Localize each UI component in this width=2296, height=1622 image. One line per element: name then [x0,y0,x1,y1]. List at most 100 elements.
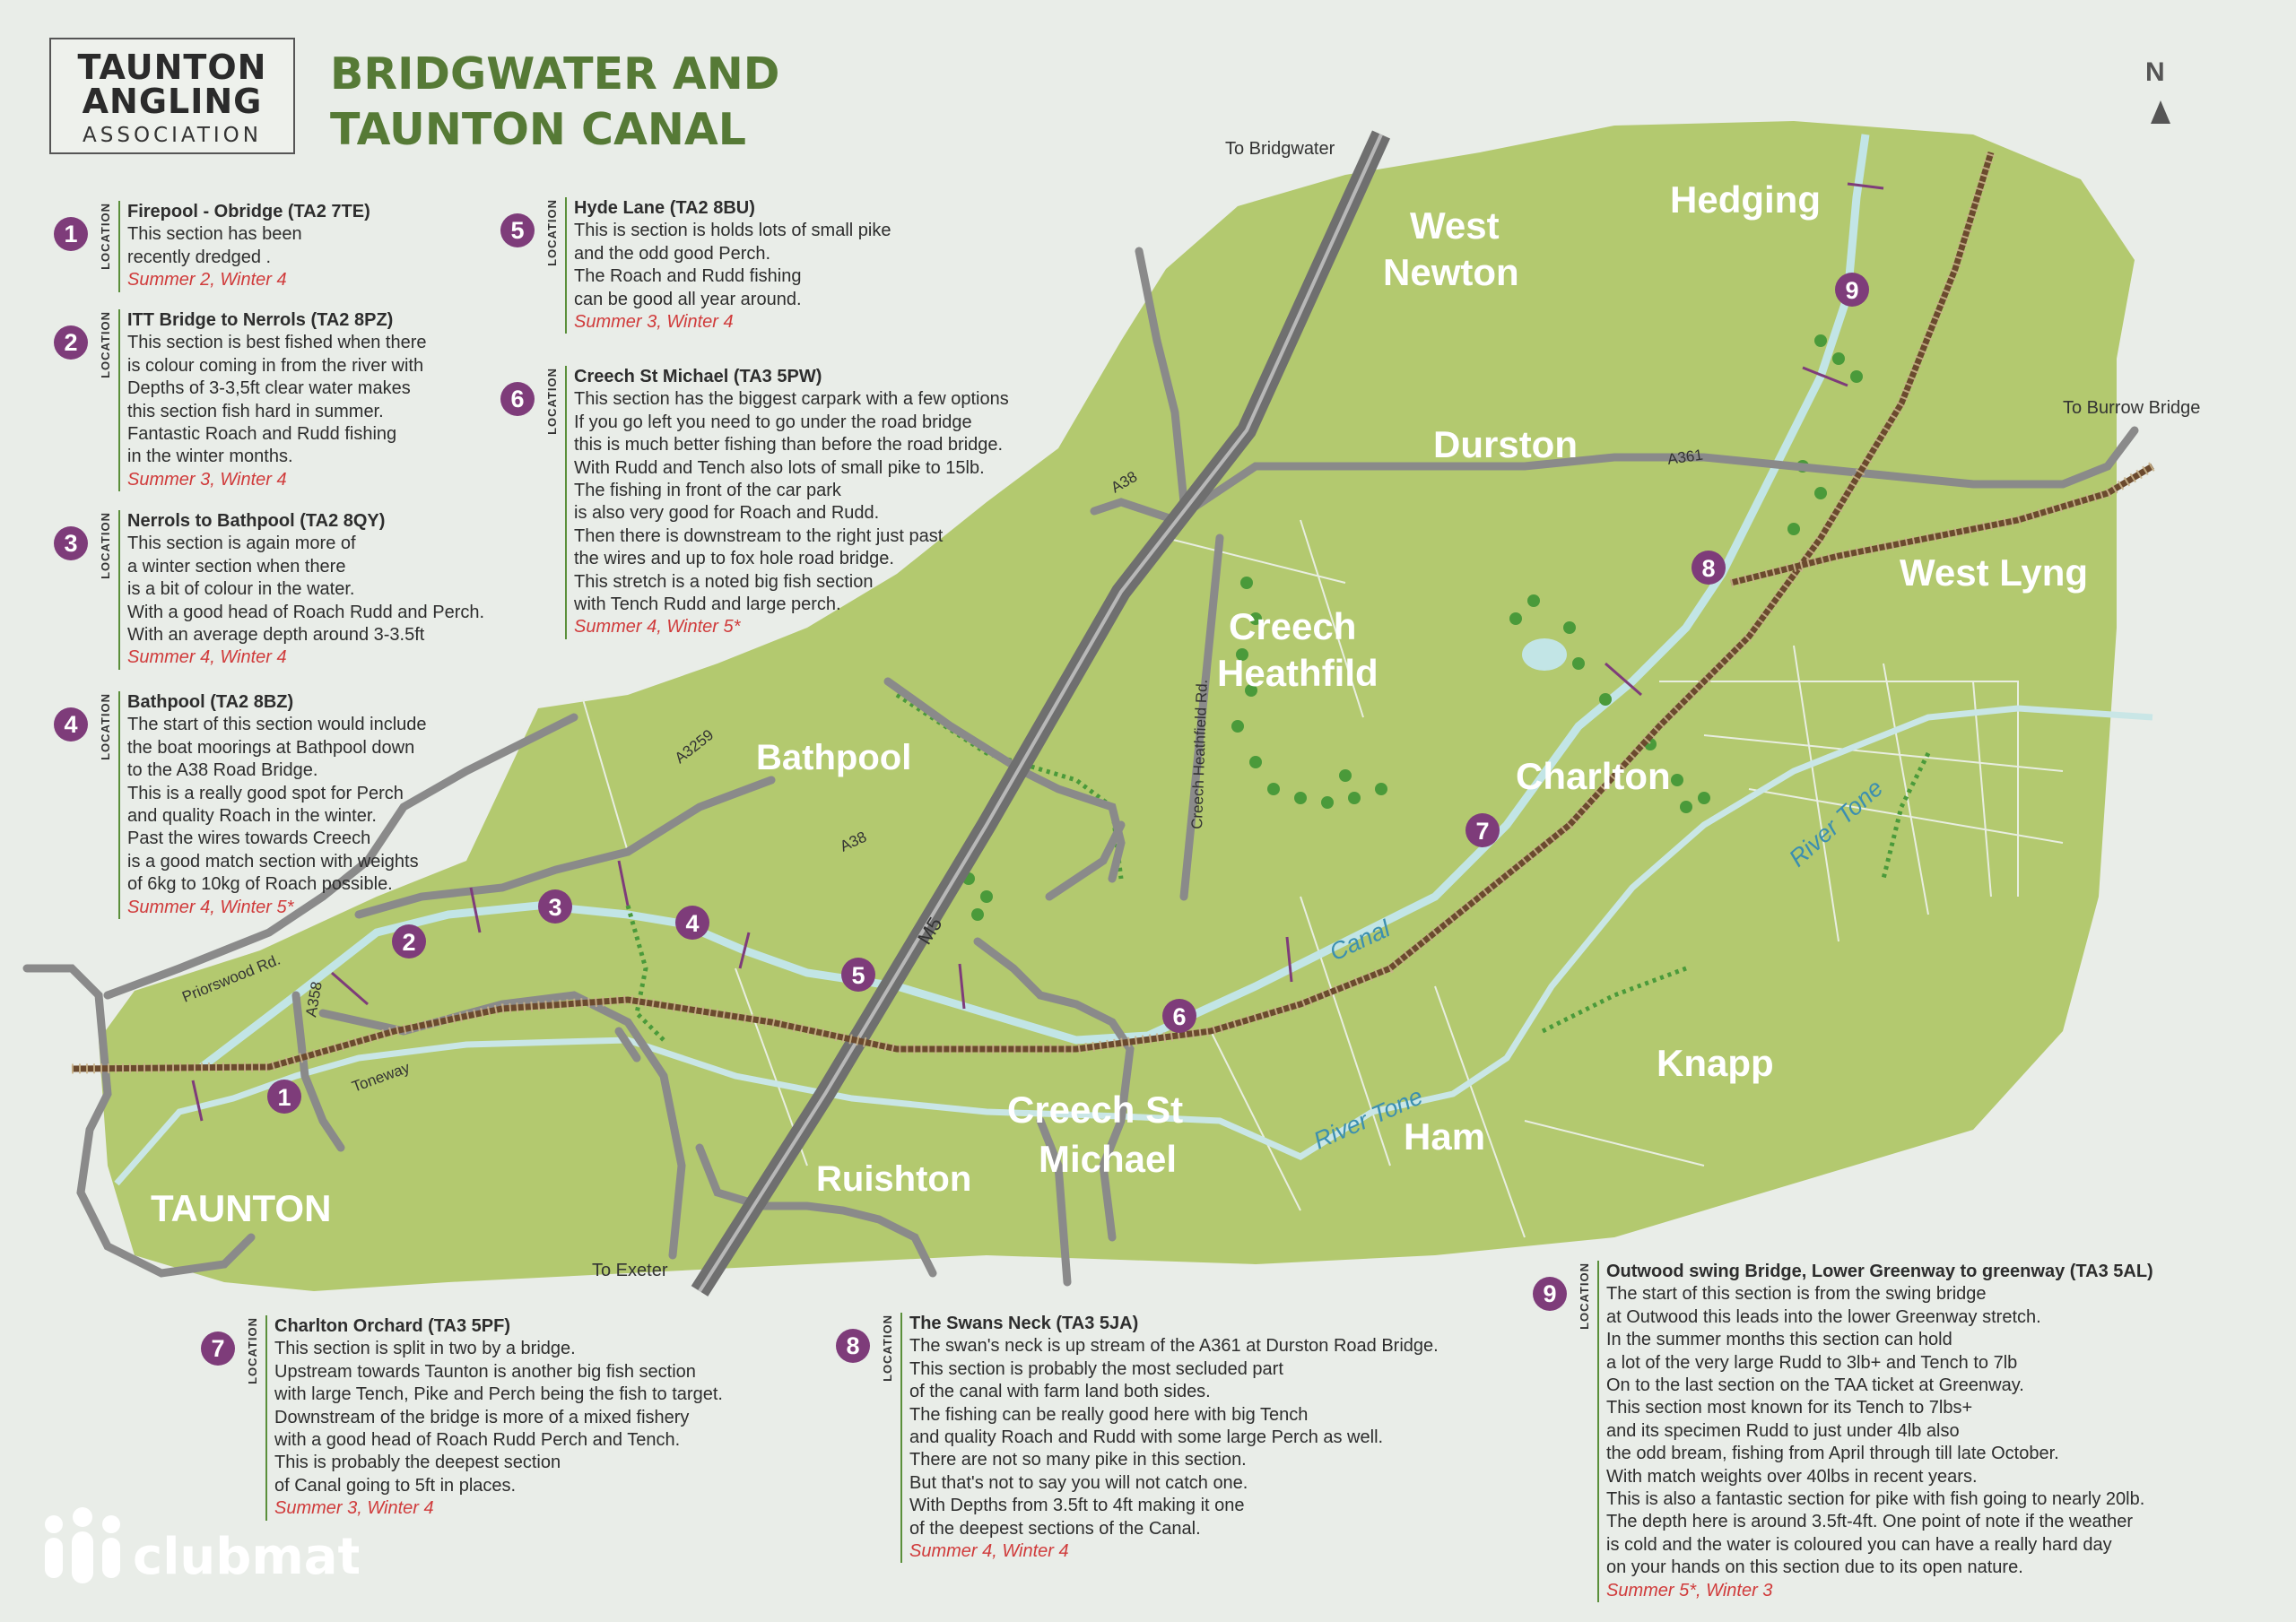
marker-4[interactable]: 4 [675,906,709,940]
section-line: the odd bream, fishing from April throug… [1606,1444,2059,1464]
section-line: the wires and up to fox hole road bridge… [574,549,894,569]
clubmate-wordmark: clubmate [133,1528,359,1586]
section-line: and the odd good Perch. [574,243,771,264]
place-west-newton-1: West [1410,204,1500,247]
section-line: The fishing in front of the car park [574,481,841,501]
title-line-2: TAUNTON CANAL [330,104,747,155]
section-line: This section is again more of [127,533,356,554]
section-line: a winter section when there [127,556,346,577]
section-line: of 6kg to 10kg of Roach possible. [127,874,393,895]
section-line: to the A38 Road Bridge. [127,760,318,781]
section-line: If you go left you need to go under the … [574,412,972,432]
section-line: Depths of 3-3,5ft clear water makes [127,378,411,399]
section-body: Outwood swing Bridge, Lower Greenway to … [1597,1261,2153,1603]
svg-text:2: 2 [402,929,415,956]
section-line: With Rudd and Tench also lots of small p… [574,457,985,478]
north-arrow-icon [2151,100,2170,124]
section-line: The depth here is around 3.5ft-4ft. One … [1606,1512,2134,1532]
place-labels: TAUNTON Bathpool Ruishton Creech St Mich… [151,178,2088,1229]
marker-3[interactable]: 3 [538,889,572,924]
section-line: recently dredged . [127,247,272,267]
section-title: ITT Bridge to Nerrols (TA2 8PZ) [127,310,394,330]
section-line: of Canal going to 5ft in places. [274,1475,517,1496]
marker-7[interactable]: 7 [1465,813,1500,847]
marker-2[interactable]: 2 [392,924,426,958]
place-hedging: Hedging [1670,178,1821,221]
section-1: 1 LOCATION Firepool - Obridge (TA2 7TE) Thi… [54,201,370,292]
direction-labels: To Bridgwater To Exeter To Burrow Bridge [592,139,2200,1280]
section-number-badge: 1 [54,217,88,251]
section-season-rating: Summer 4, Winter 5* [574,617,741,638]
section-season-rating: Summer 4, Winter 5* [127,897,294,917]
section-line: The start of this section would include [127,715,427,735]
place-ham: Ham [1404,1115,1485,1158]
marker-5[interactable]: 5 [841,958,875,992]
section-title: Creech St Michael (TA3 5PW) [574,367,822,386]
map-markers: 1 2 3 4 5 6 7 8 9 [267,273,1869,1114]
section-number-badge: 6 [500,382,535,416]
section-line: This section has been [127,224,302,245]
section-line: This section is split in two by a bridge… [274,1339,576,1359]
section-line: of the canal with farm land both sides. [909,1382,1211,1402]
section-line: can be good all year around. [574,289,802,309]
section-line: This is section is holds lots of small p… [574,221,891,241]
section-line: and quality Roach in the winter. [127,806,377,827]
place-knapp: Knapp [1657,1042,1774,1084]
svg-text:9: 9 [1845,277,1858,304]
location-label: LOCATION [99,203,112,270]
section-body: ITT Bridge to Nerrols (TA2 8PZ) This sect… [118,309,427,492]
section-line: There are not so many pike in this secti… [909,1450,1247,1470]
location-label: LOCATION [99,311,112,378]
section-line: This section has the biggest carpark wit… [574,389,1009,410]
section-body: Firepool - Obridge (TA2 7TE) This section… [118,201,370,292]
svg-text:5: 5 [851,962,865,989]
place-taunton: TAUNTON [151,1187,331,1229]
section-number-badge: 7 [201,1331,235,1366]
clubmate-people-icon [45,1507,120,1583]
logo-line-3: ASSOCIATION [83,124,262,147]
section-line: and quality Roach and Rudd with some lar… [909,1427,1384,1448]
section-number-badge: 8 [836,1329,870,1363]
marker-1[interactable]: 1 [267,1080,301,1114]
marker-9[interactable]: 9 [1835,273,1869,307]
section-season-rating: Summer 3, Winter 4 [127,469,287,490]
clubmate-logo: clubmate [45,1507,359,1586]
section-body: Nerrols to Bathpool (TA2 8QY)This sectio… [118,510,484,670]
section-title: Charlton Orchard (TA3 5PF) [274,1316,510,1336]
place-west-lyng: West Lyng [1900,551,2088,594]
section-number-badge: 3 [54,526,88,560]
marker-6[interactable]: 6 [1162,999,1196,1033]
section-title: Outwood swing Bridge, Lower Greenway to … [1606,1262,2153,1281]
section-line: This is probably the deepest section [274,1453,561,1473]
section-title: Bathpool (TA2 8BZ) [127,692,294,712]
section-line: With an average depth around 3-3.5ft [127,625,425,646]
direction-bridgwater: To Bridgwater [1225,139,1335,159]
section-body: The Swans Neck (TA3 5JA)The swan's neck … [900,1313,1439,1564]
field-boundaries [582,519,2064,1238]
section-season-rating: Summer 4, Winter 4 [909,1541,1069,1562]
section-line: This section most known for its Tench to… [1606,1398,1973,1418]
title-line-1: BRIDGWATER AND [330,48,780,100]
location-label: LOCATION [545,368,559,435]
svg-text:8: 8 [1701,555,1715,582]
map-title: BRIDGWATER AND TAUNTON CANAL [330,47,779,158]
section-line: is colour coming in from the river with [127,355,424,376]
marker-8[interactable]: 8 [1692,551,1726,585]
section-number-badge: 2 [54,325,88,360]
place-durston: Durston [1433,423,1578,465]
section-season-rating: Summer 5*, Winter 3 [1606,1580,1773,1600]
railway [71,151,2155,1074]
section-line: This section is best fished when there [127,333,427,353]
location-label: LOCATION [99,512,112,579]
place-creech-st-michael-2: Michael [1039,1138,1177,1180]
section-line: of the deepest sections of the Canal. [909,1518,1201,1539]
section-line: the boat moorings at Bathpool down [127,737,415,758]
section-title: Firepool - Obridge (TA2 7TE) [127,202,370,221]
direction-exeter: To Exeter [592,1261,668,1280]
section-line: is a good match section with weights [127,851,419,872]
lake [1522,638,1567,671]
